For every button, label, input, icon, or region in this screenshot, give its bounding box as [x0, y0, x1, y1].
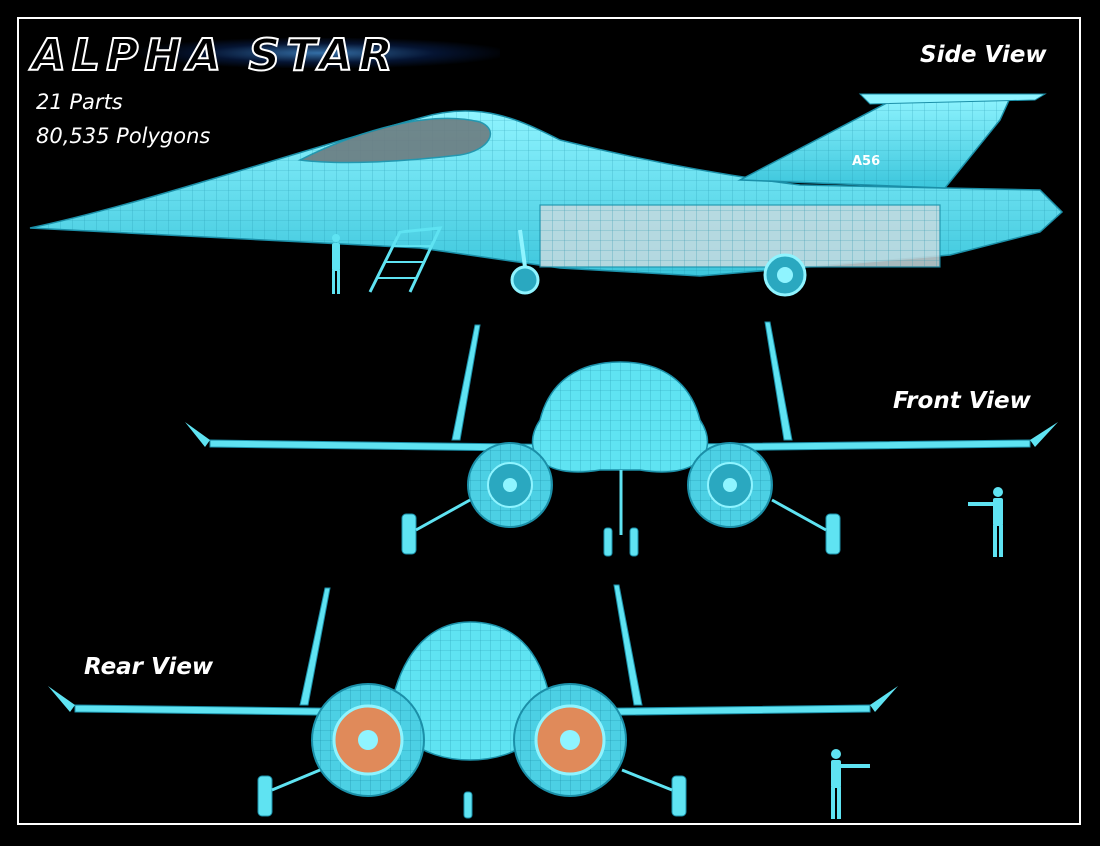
rear-scale-figure: [831, 749, 870, 819]
side-boarding-stairs: [368, 226, 443, 293]
rear-landing-gear: [257, 775, 687, 819]
rear-right-tail: [613, 584, 643, 706]
side-canopy: [297, 117, 492, 164]
front-landing-gear: [401, 513, 841, 557]
side-scale-figure: [332, 234, 340, 294]
front-view-label: Front View: [893, 388, 1031, 414]
front-right-tail: [764, 321, 793, 441]
image-frame: [17, 17, 1081, 825]
front-scale-figure: [968, 487, 1003, 557]
title-glow: [140, 38, 500, 68]
tail-marking: A56: [852, 154, 880, 169]
parts-count: 21 Parts: [36, 90, 123, 114]
rear-left-tail: [299, 587, 331, 706]
polygon-count: 80,535 Polygons: [36, 124, 211, 148]
rear-view-label: Rear View: [84, 654, 214, 680]
front-left-tail: [451, 324, 481, 441]
side-view-label: Side View: [920, 42, 1047, 68]
product-title: ALPHA STAR: [31, 29, 399, 82]
